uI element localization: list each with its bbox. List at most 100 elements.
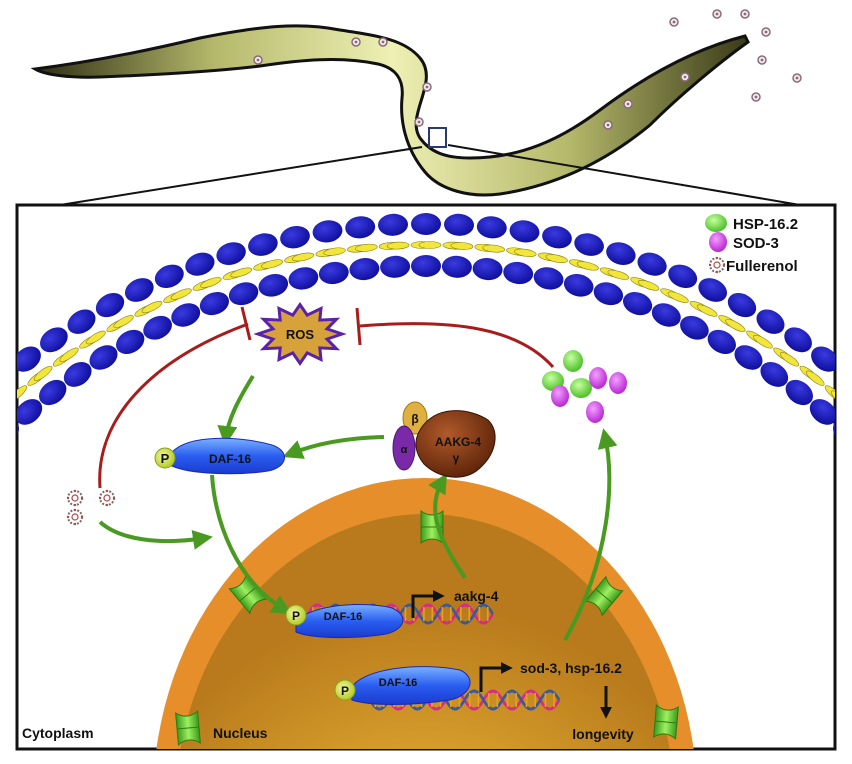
nucleus-label: Nucleus: [213, 725, 268, 741]
legend-hsp-swatch: [705, 214, 727, 232]
sod-3-protein: [609, 372, 627, 394]
phospholipid: [707, 293, 757, 354]
daf16-label: DAF-16: [209, 452, 251, 466]
fullerenol-particle: [603, 120, 613, 130]
inhibition-fullerenol-to-ros: [98, 322, 249, 489]
zoom-line-left: [59, 146, 423, 206]
gene-label-aakg4: aakg-4: [454, 588, 499, 604]
phospholipid: [651, 264, 698, 327]
protein-cluster: [542, 350, 627, 423]
legend: HSP-16.2 SOD-3 Fullerenol: [705, 214, 798, 275]
inhibition-bar-left: [240, 306, 252, 341]
gene-sod3-hsp16-complex: P DAF-16 sod-3, hsp-16.2 longevity: [334, 660, 634, 742]
ros-label: ROS: [286, 327, 315, 342]
phospholipid: [216, 242, 259, 306]
phospholipid: [40, 327, 92, 387]
inhibition-arrows: [98, 306, 555, 489]
worm-body: [30, 24, 750, 197]
hsp-16-2-protein: [570, 378, 592, 398]
inhibition-bar-right: [355, 307, 362, 346]
phospholipid: [124, 278, 172, 340]
aakg-beta-subunit: [402, 401, 428, 435]
inhibition-enzymes-to-ros: [359, 322, 555, 368]
phospho-badge: [154, 447, 176, 469]
nuclear-pore: [653, 704, 679, 740]
legend-hsp-label: HSP-16.2: [733, 216, 798, 233]
phospholipid: [17, 385, 43, 425]
daf16-label: DAF-16: [379, 677, 418, 689]
transcription-arrow: [479, 662, 513, 692]
fullerenol-particle: [792, 73, 802, 83]
phospholipid: [95, 293, 145, 354]
phospholipid: [472, 216, 507, 281]
phospho-label: P: [292, 609, 300, 623]
phospho-label: P: [341, 684, 349, 698]
fullerenol-particle: [422, 82, 432, 92]
phospholipid: [503, 220, 540, 285]
sod-3-protein: [589, 367, 607, 389]
transcription-arrow: [411, 590, 445, 618]
longevity-label: longevity: [572, 726, 634, 742]
fullerenol-particle: [669, 17, 679, 27]
fullerenol-particle: [378, 37, 388, 47]
gene-aakg4-complex: P DAF-16 aakg-4: [285, 588, 499, 639]
fullerenol-particle: [712, 9, 722, 19]
phospholipid: [17, 346, 67, 406]
phospholipid: [280, 226, 319, 290]
phospholipid: [593, 242, 636, 306]
fullerenol-particle: [623, 99, 633, 109]
fullerenol-particle: [751, 92, 761, 102]
phospholipid: [760, 327, 812, 387]
phospho-badge: [334, 679, 356, 701]
phospholipid: [680, 278, 728, 340]
legend-fullerenol-label: Fullerenol: [726, 258, 798, 275]
cell-membrane-bilayer: [0, 213, 835, 473]
phospho-label: P: [161, 451, 170, 466]
fullerenol-particle: [757, 55, 767, 65]
phospholipid: [734, 309, 785, 370]
arrow-ros-to-daf16: [217, 374, 255, 446]
arrow-genes-to-enzymes: [563, 428, 618, 641]
cytoplasm-label: Cytoplasm: [22, 725, 94, 741]
arrow-fullerenol-to-nucleus: [98, 520, 213, 550]
worm-overview: [30, 9, 802, 206]
sod-3-protein: [586, 401, 604, 423]
phospho-badge: [285, 604, 307, 626]
fullerenol-particle: [414, 117, 424, 127]
phospholipid: [563, 233, 604, 297]
arrow-aakg-to-daf16: [282, 435, 385, 459]
phospholipid: [378, 213, 411, 278]
fullerenol-particle: [740, 9, 750, 19]
fullerenol-particle: [761, 27, 771, 37]
aakg-gamma-subunit: [415, 410, 496, 478]
phospholipid: [345, 216, 380, 281]
legend-sod-label: SOD-3: [733, 235, 779, 252]
arrow-daf16-into-nucleus: [210, 474, 292, 615]
magnification-box: [428, 127, 447, 148]
hsp-16-2-protein: [563, 350, 583, 372]
fullerenol-particle: [680, 72, 690, 82]
legend-sod-swatch: [709, 232, 727, 252]
phospholipid: [0, 407, 2, 473]
phospholipid: [533, 226, 572, 290]
phospholipid: [410, 213, 442, 277]
activation-arrows: [98, 374, 618, 641]
phospholipid: [248, 233, 289, 297]
phospholipid: [312, 220, 349, 285]
nuclear-pore: [175, 710, 201, 746]
gene-label-sod3-hsp16: sod-3, hsp-16.2: [520, 660, 622, 676]
fullerenol-particle: [253, 55, 263, 65]
ros-star: ROS: [253, 301, 347, 367]
phospholipid: [623, 252, 667, 316]
aakg4-complex: β α AAKG-4 γ: [392, 401, 496, 478]
beta-label: β: [411, 412, 418, 426]
phospholipid: [441, 213, 474, 278]
aakg4-label: AAKG-4: [435, 435, 481, 449]
phospholipid: [154, 264, 201, 327]
phospholipid: [809, 385, 835, 425]
aakg-alpha-subunit: [392, 425, 416, 471]
alpha-label: α: [401, 444, 408, 456]
daf16-cytoplasmic: P DAF-16: [154, 437, 285, 475]
phospholipid: [67, 309, 118, 370]
